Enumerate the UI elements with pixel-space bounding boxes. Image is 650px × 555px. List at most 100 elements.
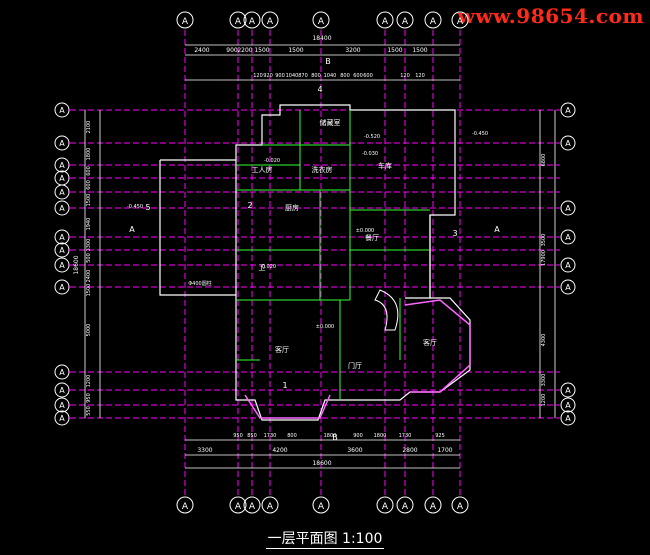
dimension-text: 2200 (237, 47, 252, 54)
axis-label: A (382, 17, 389, 27)
dimension-text: 2800 (402, 447, 417, 454)
dimension-text: 850 (247, 433, 257, 439)
axis-label: A (235, 502, 242, 512)
axis-label: A (402, 17, 409, 27)
dimension-text: 3200 (345, 47, 360, 54)
dimension-text: 600 (86, 180, 92, 190)
dimension-text: 1200 (86, 375, 92, 388)
axis-label: A (59, 139, 65, 148)
axis-circle (229, 496, 247, 514)
outer-wall (235, 104, 471, 421)
dimension-text: 1500 (387, 47, 402, 54)
room-number: 4 (317, 85, 322, 94)
dimension-text: 2100 (86, 121, 92, 134)
dimension-text: 925 (435, 433, 445, 439)
axis-label: A (59, 386, 65, 395)
axis-label: A (182, 502, 189, 512)
axis-label: A (267, 17, 274, 27)
room-label: 储藏室 (320, 118, 341, 127)
elevation-text: -0.020 (260, 264, 276, 270)
axis-label: A (59, 233, 65, 242)
dimension-text: 600 (363, 73, 373, 79)
elevation-text: -0.450 (472, 131, 488, 137)
elevation-text: -0.030 (362, 151, 378, 157)
dimension-text: 1040 (324, 73, 337, 79)
dimension-text: 3500 (541, 234, 547, 247)
axis-circle (54, 382, 70, 398)
inner-walls (236, 110, 430, 400)
axis-circle (560, 410, 576, 426)
elevation-text: -0.020 (264, 158, 280, 164)
axis-circle (560, 397, 576, 413)
dimension-text: 1800 (324, 433, 337, 439)
dimension-text: 800 (340, 73, 350, 79)
axis-label: A (59, 246, 65, 255)
axis-circle (54, 397, 70, 413)
axis-circle (229, 11, 247, 29)
bay-window (244, 394, 331, 419)
dimension-text: 1200 (541, 394, 547, 407)
dimension-text: 4200 (272, 447, 287, 454)
dimension-text: 1800 (86, 148, 92, 161)
axis-label: A (59, 106, 65, 115)
dimension-text: 18600 (312, 460, 331, 467)
room-number: 2 (247, 201, 252, 210)
note-text: Φ400圆柱 (188, 280, 211, 287)
axis-label: A (59, 368, 65, 377)
dimension-text: 500 (86, 253, 92, 263)
dimension-text: 1500 (412, 47, 427, 54)
dimension-text: 1500 (86, 284, 92, 297)
axis-label: A (318, 502, 325, 512)
dimension-text: 1500 (254, 47, 269, 54)
axis-label: A (249, 502, 256, 512)
room-number: 1 (282, 381, 287, 390)
axis-circle (560, 257, 576, 273)
dimension-text: 2400 (194, 47, 209, 54)
dimension-text: 3300 (541, 374, 547, 387)
room-number: 5 (145, 203, 150, 212)
axis-label: A (59, 204, 65, 213)
axis-label: A (59, 283, 65, 292)
dimension-text: 1040 (286, 73, 299, 79)
axis-label: A (565, 283, 571, 292)
axis-circle (560, 102, 576, 118)
axis-label: A (382, 502, 389, 512)
axis-circle (560, 135, 576, 151)
dimension-text: 18400 (312, 35, 331, 42)
section-mark: A (129, 225, 135, 234)
axis-circle (54, 364, 70, 380)
elevation-text: ±0.000 (356, 228, 375, 234)
axis-label: A (249, 17, 256, 27)
dimension-text: 17900 (541, 250, 547, 266)
axis-circle (560, 382, 576, 398)
axis-circle (376, 496, 394, 514)
axis-circle (396, 496, 414, 514)
room-label: 车库 (378, 161, 392, 170)
room-label: 卫 (259, 264, 266, 272)
axis-label: A (430, 502, 437, 512)
elevation-text: -0.450 (127, 204, 143, 210)
dimension-text: 4300 (541, 334, 547, 347)
elevation-text: -0.520 (364, 134, 380, 140)
axis-circle (54, 229, 70, 245)
axis-circle (560, 200, 576, 216)
dimension-text: 120 (415, 73, 425, 79)
room-label: 洗衣房 (312, 165, 333, 174)
axis-label: A (565, 386, 571, 395)
dimension-text: 5000 (86, 324, 92, 337)
dimension-text: 1730 (264, 433, 277, 439)
axis-label: A (59, 401, 65, 410)
axis-label: A (235, 17, 242, 27)
axis-circle (312, 496, 330, 514)
axis-label: A (402, 502, 409, 512)
axis-label: A (59, 188, 65, 197)
dimension-text: 3300 (86, 239, 92, 252)
axis-circle (54, 200, 70, 216)
caption-text: 一层平面图 1:100 (265, 531, 385, 549)
dimension-text: 1730 (399, 433, 412, 439)
axis-circle (54, 242, 70, 258)
dimension-lines (84, 44, 556, 469)
dimension-text: 18600 (73, 255, 80, 274)
dimension-text: 600 (86, 166, 92, 176)
